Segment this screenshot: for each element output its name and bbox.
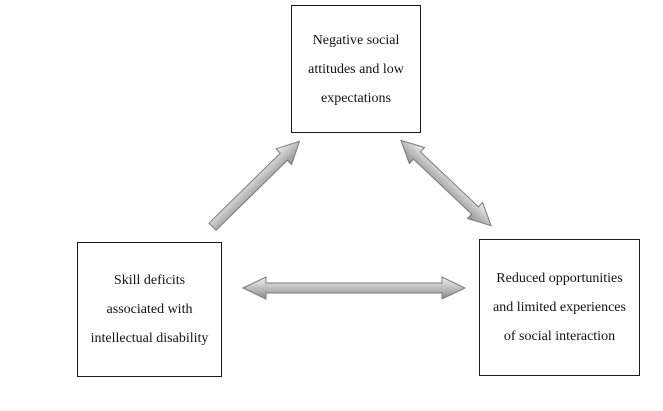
node-text-line: attitudes and low: [308, 61, 404, 77]
node-text-line: Negative social: [312, 32, 400, 48]
node-skill-deficits: Skill deficits associated with intellect…: [77, 242, 222, 377]
node-negative-attitudes: Negative social attitudes and low expect…: [291, 5, 421, 133]
arrow-attitudes-opportunities: [400, 139, 492, 227]
node-text-line: intellectual disability: [90, 331, 209, 346]
node-text-line: Skill deficits: [113, 273, 186, 288]
node-text-line: associated with: [106, 302, 193, 317]
node-reduced-opportunities: Reduced opportunities and limited experi…: [479, 239, 640, 376]
arrow-skills-opportunities: [241, 276, 467, 300]
arrow-skills-to-attitudes: [208, 140, 301, 232]
node-text-line: Reduced opportunities: [496, 271, 623, 286]
node-text-line: of social interaction: [503, 329, 616, 344]
node-text-line: and limited experiences: [493, 300, 626, 315]
node-text-line: expectations: [321, 90, 391, 106]
